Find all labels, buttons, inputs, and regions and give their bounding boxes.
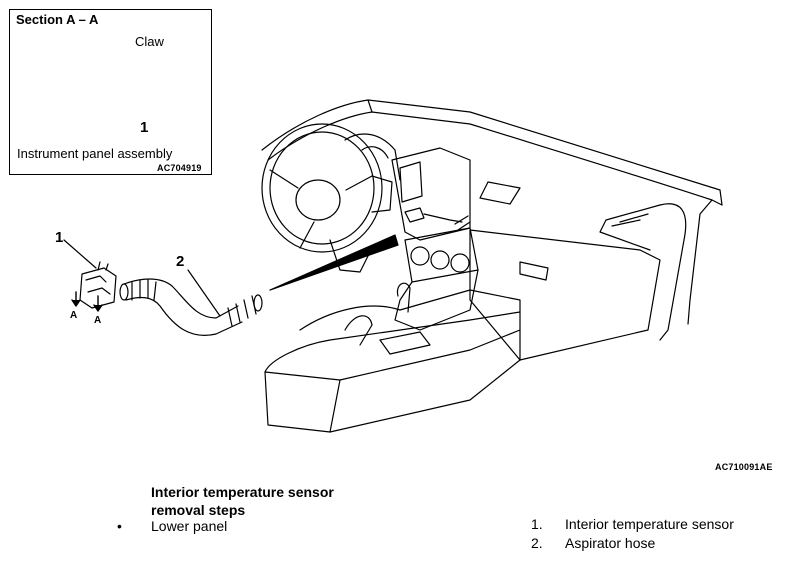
parts-list-item: 1. Interior temperature sensor: [531, 515, 734, 534]
section-arrow-label-right: A: [94, 315, 102, 326]
parts-item-label: Aspirator hose: [565, 535, 656, 551]
steps-title: Interior temperature sensor removal step…: [151, 483, 334, 519]
parts-item-number: 1.: [531, 516, 543, 532]
parts-item-number: 2.: [531, 535, 543, 551]
parts-list-item: 2. Aspirator hose: [531, 534, 734, 553]
section-inset: [9, 9, 212, 175]
section-arrows: [71, 291, 103, 312]
inset-callout-number: 1: [140, 119, 149, 136]
inset-title: Section A – A: [16, 12, 99, 27]
callout-2: 2: [176, 253, 185, 270]
hose-part-drawing: [119, 269, 263, 336]
main-figure-code: AC710091AE: [715, 462, 773, 472]
parts-list: 1. Interior temperature sensor 2. Aspira…: [531, 515, 734, 553]
step-lower-panel: Lower panel: [151, 518, 228, 534]
steps-title-line2: removal steps: [151, 502, 246, 518]
sensor-location: [404, 207, 471, 231]
steering-wheel: [261, 123, 401, 273]
callout-1: 1: [55, 229, 64, 246]
sensor-part-drawing: [63, 239, 117, 309]
claw-label: Claw: [135, 34, 164, 49]
pointer-wedge: [269, 234, 399, 291]
inset-figure-code: AC704919: [157, 163, 202, 173]
step-bullet: •: [117, 518, 122, 534]
instrument-panel-label: Instrument panel assembly: [17, 146, 173, 161]
steps-title-line1: Interior temperature sensor: [151, 484, 334, 500]
parts-item-label: Interior temperature sensor: [565, 516, 734, 532]
section-arrow-label-left: A: [70, 310, 78, 321]
